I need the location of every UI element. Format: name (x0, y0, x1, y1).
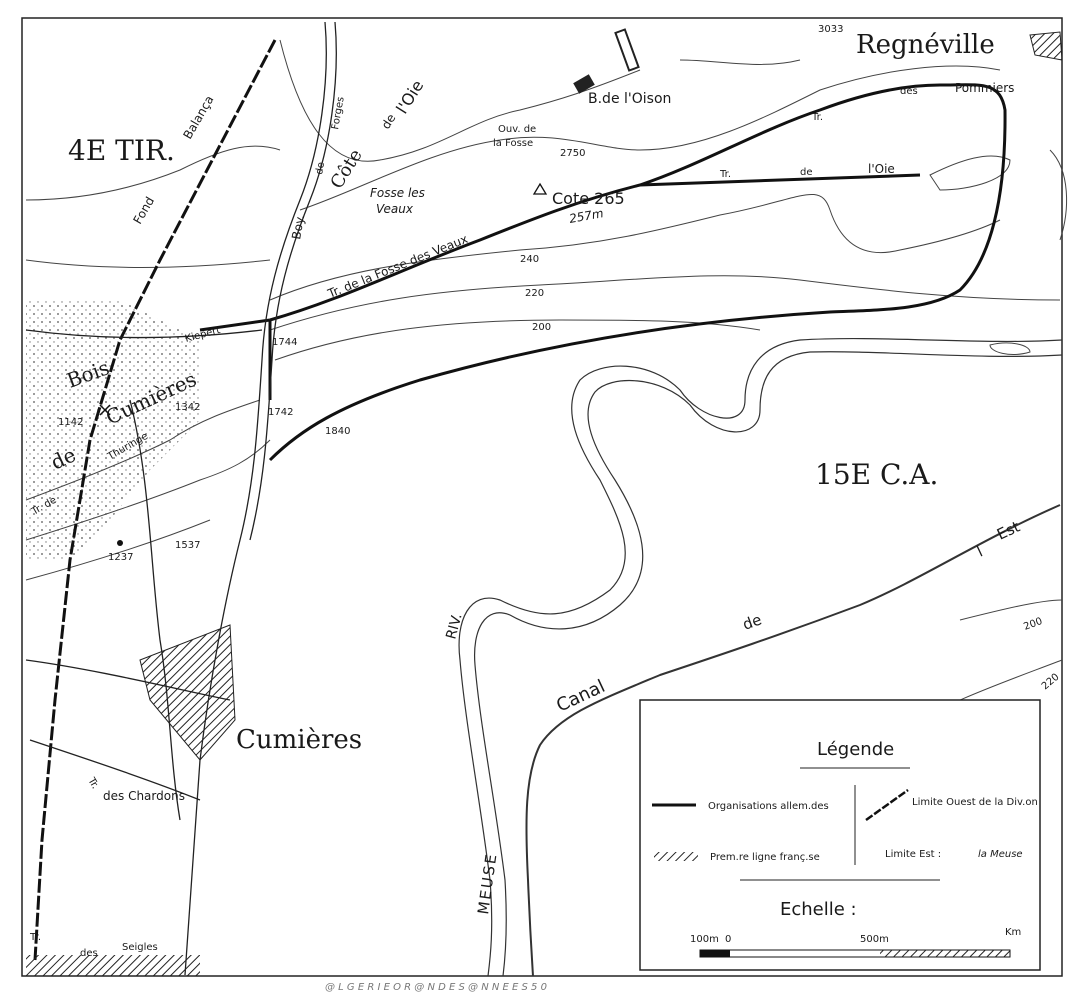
label-boy-forges-1: Boy. (289, 214, 307, 241)
legend-limite-ouest: Limite Ouest de la Div.on (912, 797, 1038, 808)
num-220b: 220 (1040, 672, 1062, 693)
river-meuse (458, 337, 1063, 977)
num-1742: 1742 (268, 407, 293, 418)
scale-500: 500m (860, 934, 889, 945)
legend-swatch-premiere (654, 852, 698, 861)
num-1142: 1142 (58, 417, 83, 428)
label-tr-pommiers-1: Tr. (811, 112, 823, 123)
num-1744: 1744 (272, 337, 297, 348)
label-ouv-fosse-1: Ouv. de (498, 124, 536, 135)
scale-bar-fill (700, 950, 730, 957)
label-cote-oie-2: de (379, 111, 399, 131)
label-kiepert: Kiepert (184, 325, 222, 345)
label-cumieres: Cumières (236, 725, 362, 755)
premiere-ligne-area (139, 624, 236, 761)
label-tr-fosse-veaux: Tr. de la Fosse des Veaux (325, 232, 470, 301)
railway-line (33, 39, 277, 961)
german-organisations (199, 83, 1007, 462)
num-2750: 2750 (560, 148, 585, 159)
scale-bar-fill-2 (880, 950, 1010, 957)
num-1237: 1237 (108, 552, 133, 563)
num-1537: 1537 (175, 540, 200, 551)
legend-swatch-limite (865, 788, 909, 822)
label-cote-oie-1: Côte (326, 145, 366, 192)
regneville-village (1029, 31, 1063, 61)
legend-box (639, 699, 1041, 971)
label-15e-ca: 15E C.A. (815, 458, 938, 491)
label-b-oison: B.de l'Oison (588, 91, 671, 107)
label-seigles-3: Seigles (122, 942, 158, 953)
label-fond-balanca-2: Balança (180, 93, 216, 141)
legend-premiere-label: Prem.re ligne franç.se (710, 852, 820, 863)
label-canal-est: Est (994, 517, 1023, 543)
legend-org-label: Organisations allem.des (708, 801, 829, 812)
num-200: 200 (532, 322, 551, 333)
num-220: 220 (525, 288, 544, 299)
label-fosse-veaux-2: Veaux (376, 202, 414, 216)
label-regneville: Regnéville (856, 30, 995, 60)
label-canal-de: de (740, 610, 764, 633)
roads (25, 21, 337, 976)
scale-0: 0 (725, 934, 731, 945)
label-boy-forges-2: de (314, 161, 327, 175)
legend-title: Légende (817, 739, 894, 760)
label-meuse: MEUSE (474, 851, 501, 915)
premiere-ligne-bottom (26, 955, 200, 976)
legend-scale-title: Echelle : (780, 899, 857, 920)
watermark: @ L G E R I E O R @ N D E S @ N N E E S … (325, 982, 547, 993)
label-ouv-fosse-2: la Fosse (493, 138, 533, 149)
num-1840: 1840 (325, 426, 350, 437)
scale-km: Km (1005, 927, 1021, 938)
label-cote-265: Cote 265 (552, 189, 625, 208)
cumieres-cross (99, 404, 111, 416)
label-4e-tir: 4E TIR. (68, 134, 175, 167)
label-riv: RIV. (443, 612, 465, 641)
label-tr-oie-2: de (800, 167, 813, 178)
num-200b: 200 (1022, 616, 1044, 633)
label-tr-pommiers-3: Pommiers (955, 81, 1014, 95)
label-regneville-alt: 3033 (818, 24, 843, 35)
point-1237 (117, 540, 123, 546)
canal-de-l-est (525, 504, 1061, 977)
map-frame (21, 17, 1063, 977)
bois-area (26, 300, 200, 560)
legend-limite-est: Limite Est : (885, 849, 941, 860)
oison-building (573, 74, 595, 94)
num-1342: 1342 (175, 402, 200, 413)
num-240: 240 (520, 254, 539, 265)
label-tr-oie-3: l'Oie (868, 162, 895, 176)
label-cote-oie-3: l'Oie (392, 77, 427, 117)
legend-limite-est-value: la Meuse (978, 849, 1023, 860)
label-fosse-veaux-1: Fosse les (370, 186, 425, 200)
label-seigles-1: Tr. (29, 932, 41, 943)
num-257: 257m (568, 206, 604, 226)
label-chardons-1: Tr. (85, 775, 101, 791)
label-chardons-2: des Chardons (103, 789, 185, 803)
scale-100: 100m (690, 934, 719, 945)
label-tr-pommiers-2: des (900, 86, 918, 97)
cote-265-marker (532, 182, 548, 195)
label-boy-forges-3: Forges (330, 96, 347, 131)
legend: Légende Organisations allem.des Limite O… (639, 699, 1041, 971)
label-canal-l: l (974, 543, 985, 561)
oison-building-2 (614, 28, 640, 72)
label-tr-oie-1: Tr. (719, 169, 731, 180)
label-seigles-2: des (80, 948, 98, 959)
label-fond-balanca-1: Fond (130, 194, 157, 226)
